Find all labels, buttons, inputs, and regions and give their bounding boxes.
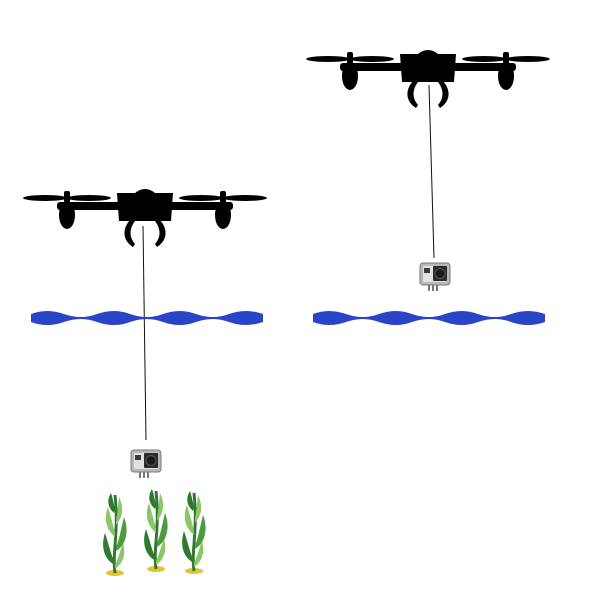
quadcopter-drone-icon [306,50,550,108]
water-surface [313,311,545,325]
seagrass-plant-icon [180,489,208,576]
water-surface [31,311,263,325]
tether-line [142,225,147,441]
scene-underwater [23,189,267,578]
seagrass-plant-icon [142,487,170,574]
quadcopter-drone-icon [23,189,267,247]
seagrass-plant-icon [101,491,129,578]
scene-above-water [306,50,550,325]
tether-line [428,84,435,259]
action-camera-icon [419,262,451,292]
seagrass-bed [101,487,208,578]
action-camera-icon [130,449,162,479]
